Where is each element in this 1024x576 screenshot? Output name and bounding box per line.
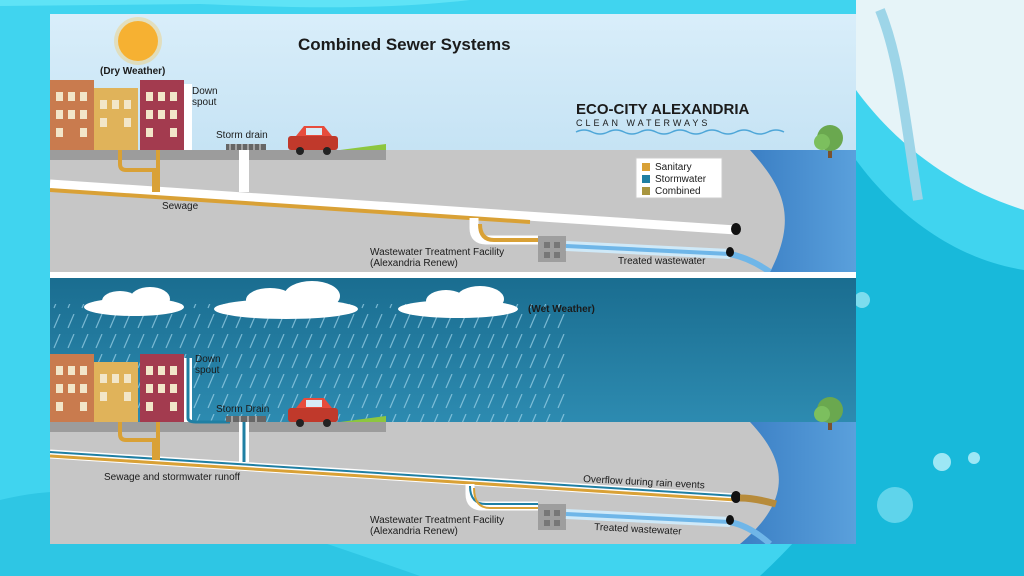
combined-sewer-diagram: ECO-CITY ALEXANDRIA CLEAN WATERWAYS Sani…: [50, 14, 856, 544]
tree-icon: [814, 125, 843, 158]
wet-storm-drain-label: Storm Drain: [216, 404, 269, 415]
brand-name: ECO-CITY ALEXANDRIA: [576, 101, 750, 118]
dry-facility-label-1: Wastewater Treatment Facility: [370, 247, 504, 258]
page-title: Combined Sewer Systems: [298, 35, 511, 54]
dry-downspout-label-1: Down: [192, 86, 218, 97]
wet-treatment-facility: [538, 504, 566, 530]
dry-weather-label: (Dry Weather): [100, 66, 165, 77]
wet-storm-drain-grate: [226, 416, 266, 422]
wet-buildings: [50, 354, 192, 422]
wet-facility-label-1: Wastewater Treatment Facility: [370, 515, 504, 526]
overflow-discharge: [739, 494, 777, 508]
brand-tagline: CLEAN WATERWAYS: [576, 118, 710, 128]
wet-facility-label-2: (Alexandria Renew): [370, 526, 458, 537]
dry-treatment-facility: [538, 236, 566, 262]
dry-combined-pipe: [50, 179, 737, 235]
storm-drain-grate: [226, 144, 266, 150]
wet-combined-pipe: [50, 449, 737, 503]
sun-icon: [114, 17, 162, 65]
diagram-frame: ECO-CITY ALEXANDRIA CLEAN WATERWAYS Sani…: [50, 14, 856, 544]
dry-sewage-label: Sewage: [162, 201, 199, 212]
legend: Sanitary Stormwater Combined: [635, 157, 723, 199]
dry-buildings: [50, 80, 192, 150]
eco-city-logo: ECO-CITY ALEXANDRIA CLEAN WATERWAYS: [575, 101, 785, 135]
legend-combined: Combined: [655, 186, 701, 197]
wet-weather-label: (Wet Weather): [528, 304, 595, 315]
wet-river: [740, 422, 856, 544]
wet-treated-label: Treated wastewater: [594, 522, 683, 538]
legend-stormwater: Stormwater: [655, 174, 707, 185]
panel-divider: [50, 272, 856, 278]
wet-runoff-label: Sewage and stormwater runoff: [104, 472, 240, 483]
dry-downspout-label-2: spout: [192, 97, 217, 108]
legend-sanitary: Sanitary: [655, 162, 692, 173]
wet-weather-panel: (Wet Weather) Down spout Storm Drain Sew…: [50, 278, 856, 544]
dry-river: [750, 150, 856, 272]
wet-car-icon: [288, 398, 338, 427]
wet-downspout-label-2: spout: [195, 365, 220, 376]
car-icon: [288, 126, 338, 155]
wet-tree-icon: [814, 397, 843, 430]
dry-weather-panel: ECO-CITY ALEXANDRIA CLEAN WATERWAYS Sani…: [50, 14, 856, 275]
dry-facility-label-2: (Alexandria Renew): [370, 258, 458, 269]
dry-storm-drain-label: Storm drain: [216, 130, 268, 141]
dry-treated-label: Treated wastewater: [618, 256, 706, 267]
wet-downspout-label-1: Down: [195, 354, 221, 365]
cloud-icons: [84, 281, 518, 319]
